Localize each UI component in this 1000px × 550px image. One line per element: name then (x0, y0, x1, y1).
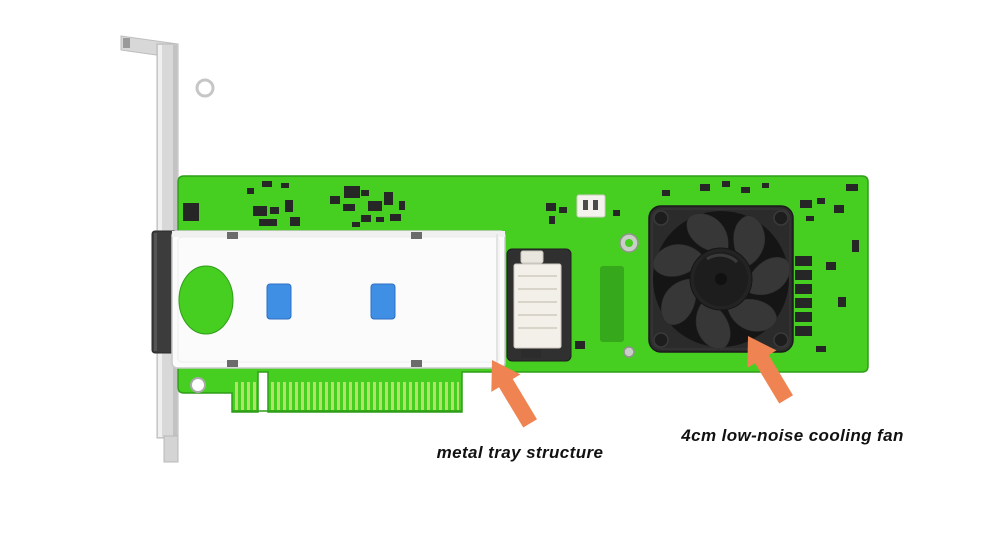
cooling-fan (648, 205, 794, 354)
fan-screw (653, 210, 669, 226)
m2-standoff-area (600, 233, 639, 358)
bracket-tab-mark (123, 38, 130, 48)
mounting-hole (190, 377, 206, 393)
m2-slot-recess (600, 266, 624, 342)
fan-screw (773, 210, 789, 226)
fan-annotation-label: 4cm low-noise cooling fan (681, 426, 904, 445)
bracket-foot (163, 435, 179, 463)
tray-cutout (178, 265, 234, 335)
tray-clip (411, 232, 422, 239)
tray-clip (411, 360, 422, 367)
gold-fingers-short-segment (235, 382, 257, 410)
gold-fingers-long-segment (271, 382, 459, 410)
thermal-pad-left (266, 283, 292, 320)
bracket-screw-hole (195, 78, 215, 98)
metal-tray (171, 230, 506, 369)
fan-screw (653, 332, 669, 348)
fan-screw (773, 332, 789, 348)
standoff-screw (623, 346, 635, 358)
m2-connector (506, 248, 572, 362)
tray-annotation-label: metal tray structure (436, 443, 604, 462)
thermal-pad-right (370, 283, 396, 320)
fan-power-header (576, 194, 606, 218)
tray-clip (227, 232, 238, 239)
tray-clip (227, 360, 238, 367)
